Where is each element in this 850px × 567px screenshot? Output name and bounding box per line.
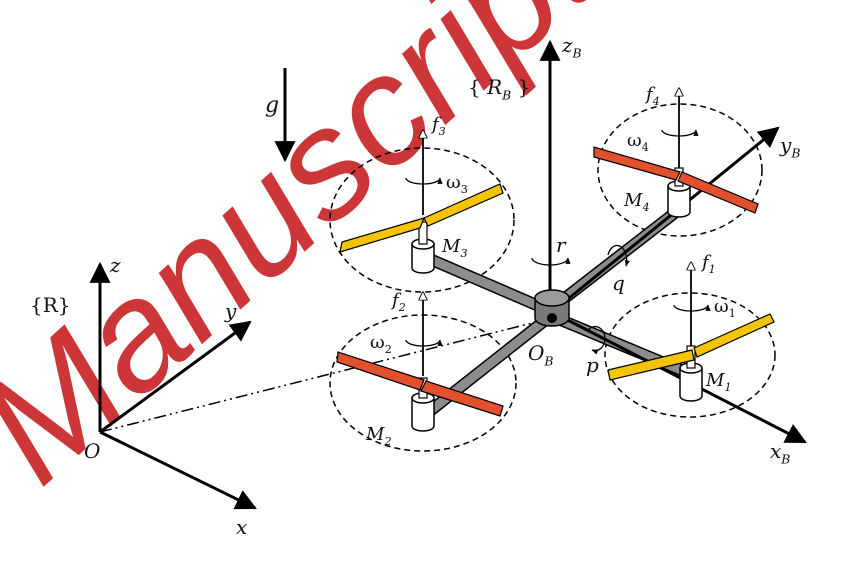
body-x-axis xyxy=(551,310,807,444)
rotor-3-motor-label: M3 xyxy=(441,236,468,260)
inertial-frame: z y x O {R} xyxy=(30,253,257,539)
body-y-axis xyxy=(551,126,780,314)
body-x-label: xB xyxy=(770,439,790,467)
rotor-2-blade-right xyxy=(420,380,504,417)
body-z-label: zB xyxy=(561,33,582,61)
inertial-origin-label: O xyxy=(84,439,100,463)
arm-to-rotor-3-fill xyxy=(420,252,553,315)
rotor-4-blade-right xyxy=(677,171,759,214)
rotor-3-speed-label: ω3 xyxy=(446,172,468,196)
central-hub xyxy=(534,289,570,327)
gravity-label: g xyxy=(265,93,279,118)
inertial-frame-name: {R} xyxy=(30,293,71,317)
inertial-x-label: x xyxy=(236,515,247,539)
rotor-2-speed-label: ω2 xyxy=(370,332,392,356)
rotor-2-force-label: f2 xyxy=(390,290,406,314)
body-frame-name: { RB } xyxy=(468,75,530,103)
roll-rate-arrow xyxy=(587,325,606,355)
rotor-3-circle xyxy=(329,147,515,293)
rotor-1-blade-left xyxy=(607,349,695,381)
inertial-x-axis xyxy=(99,430,257,510)
yaw-rate-label: r xyxy=(556,233,567,257)
rotor-3-blade-left xyxy=(339,217,426,253)
inertial-y-label: y xyxy=(224,299,237,323)
gravity: g xyxy=(265,68,296,163)
rotor-4-blade-left xyxy=(593,146,681,181)
rotor-3-blade-right xyxy=(423,183,504,227)
yaw-rate-arrow xyxy=(531,257,571,266)
rotor-2 xyxy=(336,292,504,432)
rotor-4-force-label: f4 xyxy=(644,84,660,108)
watermark: Manuscript xyxy=(0,0,630,515)
body-y-label: yB xyxy=(779,133,800,161)
rotor-1-blade-right xyxy=(693,313,775,358)
rotor-1-speed-label: ω1 xyxy=(714,296,736,320)
roll-rate-label: p xyxy=(586,353,599,377)
diagram-labels: { RB }zByBxBOBrqpf1ω1M1f2ω2M2f3ω3M3f4ω4M… xyxy=(365,33,800,467)
rotor-4-speed-label: ω4 xyxy=(627,130,649,154)
rotor-4-circle xyxy=(597,103,763,237)
rotor-1-force-label: f1 xyxy=(700,252,716,276)
rotor-4 xyxy=(593,88,759,218)
position-line xyxy=(99,317,553,433)
pitch-rate-arrow xyxy=(607,244,630,267)
rotor-4-motor-label: M4 xyxy=(623,190,650,214)
rotor-1-motor-label: M1 xyxy=(705,370,732,394)
rotor-2-motor-label: M2 xyxy=(365,424,392,448)
body-origin-label: OB xyxy=(528,341,554,369)
rotor-3 xyxy=(339,130,504,274)
rotor-1 xyxy=(607,262,775,402)
rotor-2-blade-left xyxy=(336,351,425,391)
pitch-rate-label: q xyxy=(612,271,625,295)
inertial-y-axis xyxy=(99,320,252,434)
rotor-1-circle xyxy=(604,292,776,418)
inertial-z-label: z xyxy=(109,253,121,277)
